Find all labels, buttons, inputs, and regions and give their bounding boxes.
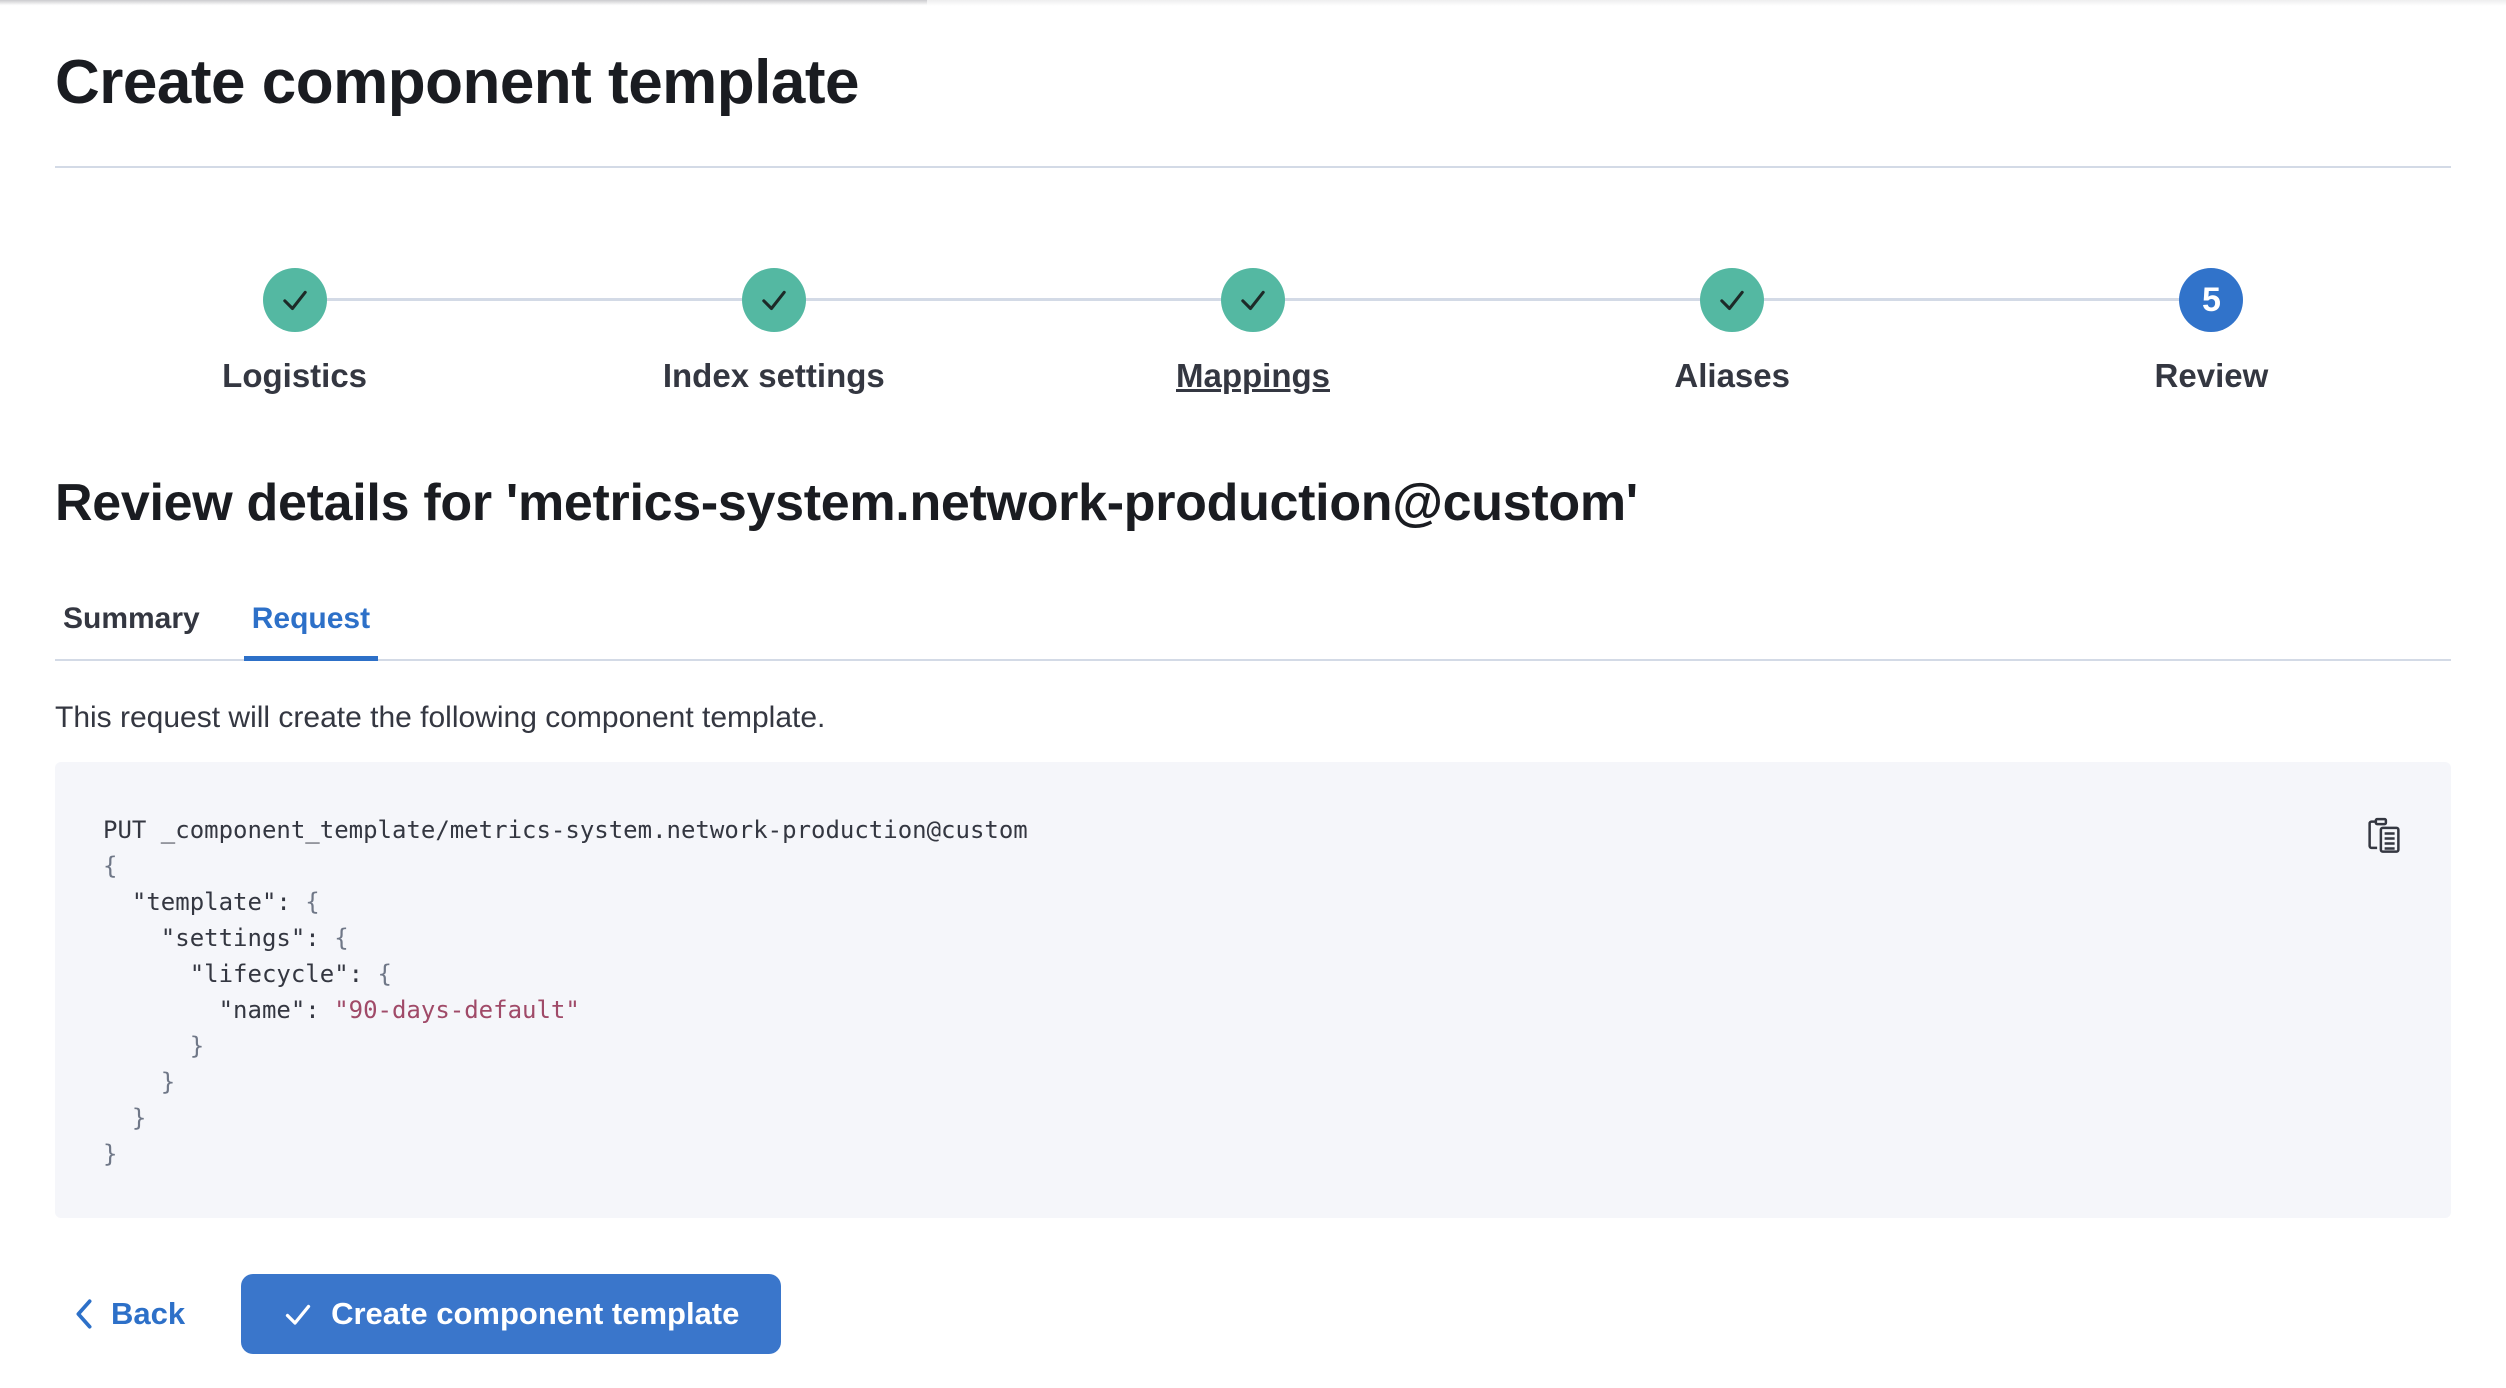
code-line: "name": "90-days-default": [103, 996, 580, 1025]
code-line: PUT _component_template/metrics-system.n…: [103, 816, 1028, 845]
step-label: Review: [2154, 357, 2269, 395]
step-circle-complete: [262, 268, 327, 333]
step-label: Mappings: [1176, 357, 1330, 395]
code-line: }: [103, 1068, 176, 1097]
code-line: }: [103, 1104, 147, 1133]
step-logistics[interactable]: Logistics: [55, 268, 534, 396]
request-code: PUT _component_template/metrics-system.n…: [103, 812, 2403, 1172]
step-circle-complete: [1221, 268, 1285, 333]
copy-button[interactable]: [2360, 812, 2408, 860]
copy-clipboard-icon: [2368, 818, 2400, 854]
code-line: "template": {: [103, 888, 320, 917]
page-title: Create component template: [55, 48, 860, 117]
review-heading: Review details for 'metrics-system.netwo…: [55, 473, 1638, 532]
request-code-block: PUT _component_template/metrics-system.n…: [55, 762, 2451, 1219]
step-number: 5: [2201, 280, 2221, 319]
code-line: }: [103, 1032, 205, 1061]
code-line: }: [103, 1140, 118, 1169]
back-label: Back: [111, 1296, 186, 1332]
step-index-settings[interactable]: Index settings: [534, 268, 1013, 396]
code-line: "lifecycle": {: [103, 960, 392, 989]
submit-label: Create component template: [331, 1296, 740, 1332]
check-icon: [1241, 291, 1265, 311]
check-icon: [285, 1305, 311, 1326]
step-aliases[interactable]: Aliases: [1493, 268, 1972, 396]
request-description: This request will create the following c…: [55, 701, 826, 735]
top-shadow-left: [0, 0, 928, 5]
footer: Back Create component template: [55, 1274, 2451, 1355]
top-shadow: [0, 0, 2506, 6]
step-label: Index settings: [662, 357, 885, 395]
tab-summary[interactable]: Summary: [55, 604, 208, 661]
code-line: "settings": {: [103, 924, 349, 953]
step-label: Aliases: [1674, 357, 1790, 395]
chevron-left-icon: [76, 1299, 92, 1329]
code-line: {: [103, 852, 118, 881]
step-label: Logistics: [222, 357, 368, 395]
tab-request[interactable]: Request: [243, 604, 379, 662]
tab-bar: Summary Request: [55, 604, 2451, 662]
back-button[interactable]: Back: [55, 1296, 185, 1332]
check-icon: [1720, 291, 1744, 311]
header-divider: [55, 166, 2451, 169]
step-circle-complete: [741, 268, 806, 333]
check-icon: [762, 291, 786, 311]
create-component-template-button[interactable]: Create component template: [241, 1274, 782, 1355]
step-circle-complete: [1700, 268, 1765, 333]
step-mappings[interactable]: Mappings: [1013, 268, 1492, 396]
check-icon: [282, 291, 307, 311]
step-circle-current: 5: [2179, 268, 2244, 333]
